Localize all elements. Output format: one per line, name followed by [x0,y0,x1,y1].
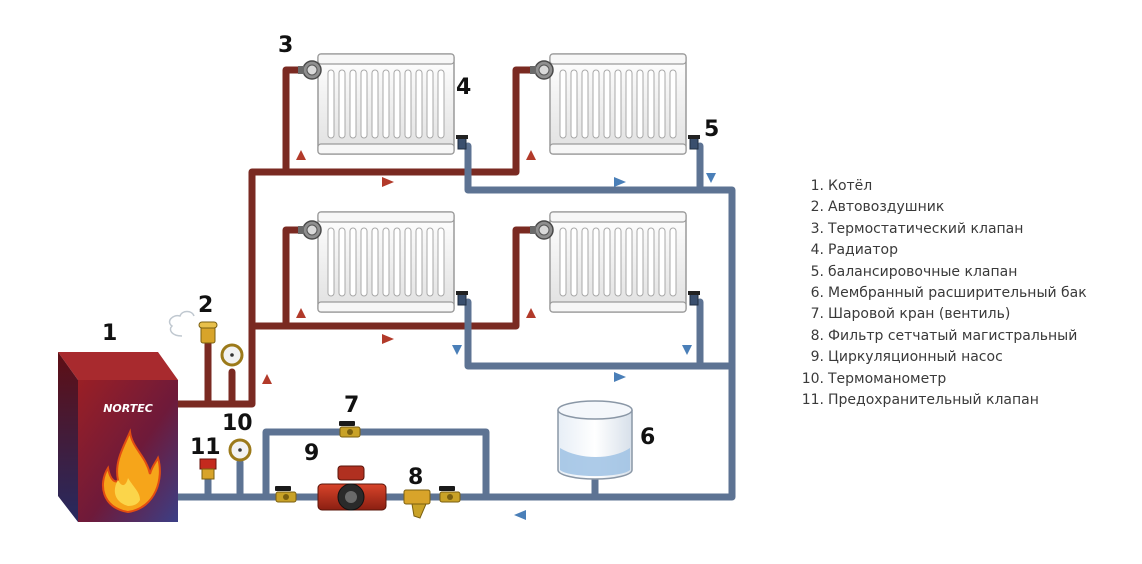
thermomanometer-icon [228,438,252,462]
label-balancing-valve: 5 [704,117,719,142]
filter-icon [403,489,431,519]
legend-item: 9.Циркуляционный насос [800,347,1087,368]
legend-item-number: 8. [810,327,824,344]
legend-item: 11.Предохранительный клапан [800,390,1087,411]
legend-item: 1.Котёл [800,176,1087,197]
legend-item-text: Автовоздушник [828,199,945,216]
thermostatic-valve-icon [297,220,322,240]
radiator-top-right [549,53,687,155]
thermostatic-valve-icon [529,60,554,80]
boiler: NORTEC [58,352,178,522]
ball-valve-icon [274,485,297,503]
label-air-vent: 2 [198,293,213,318]
legend: 1.Котёл 2.Автовоздушник 3.Термостатическ… [800,176,1087,411]
legend-item-text: Фильтр сетчатый магистральный [828,327,1078,344]
legend-item: 8.Фильтр сетчатый магистральный [800,326,1087,347]
radiator-bottom-left [317,211,455,313]
expansion-tank-icon [557,400,633,480]
radiator-top-left [317,53,455,155]
legend-item: 5.балансировочные клапан [800,262,1087,283]
balancing-valve-icon [687,290,701,306]
callout-labels: 1 2 3 4 5 6 7 8 9 10 11 [102,33,719,490]
legend-item-text: Мембранный расширительный бак [828,284,1087,301]
legend-item-text: Шаровой кран (вентиль) [828,306,1011,323]
legend-item: 2.Автовоздушник [800,197,1087,218]
legend-item-text: балансировочные клапан [828,263,1018,280]
circulation-pump-icon [317,465,387,511]
legend-item-text: Радиатор [828,242,898,259]
ball-valve-icon [438,485,461,503]
ball-valve-icon [338,420,361,438]
legend-item-number: 2. [810,199,824,216]
balancing-valve-icon [687,134,701,150]
label-safety-valve: 11 [190,435,221,460]
legend-item: 10.Термоманометр [800,369,1087,390]
legend-item: 3.Термостатический клапан [800,219,1087,240]
label-filter: 8 [408,465,423,490]
label-expansion-tank: 6 [640,425,655,450]
legend-item-number: 3. [810,220,824,237]
legend-item-text: Термоманометр [828,370,947,387]
balancing-valve-icon [455,290,469,306]
legend-item-number: 6. [810,284,824,301]
flame-icon [101,428,161,514]
boiler-brand: NORTEC [103,402,153,415]
legend-item-number: 5. [810,263,824,280]
thermostatic-valve-icon [529,220,554,240]
legend-item-number: 1. [810,178,824,194]
legend-item-number: 9. [810,349,824,366]
label-thermomanometer: 10 [222,411,253,436]
label-ball-valve: 7 [344,393,359,418]
legend-item: 7.Шаровой кран (вентиль) [800,304,1087,325]
balancing-valve-icon [455,134,469,150]
label-pump: 9 [304,441,319,466]
legend-item-text: Котёл [828,178,873,194]
legend-item: 4.Радиатор [800,240,1087,261]
legend-item-text: Термостатический клапан [828,220,1024,237]
label-boiler: 1 [102,321,117,346]
thermomanometer-icon [220,343,244,367]
radiator-bottom-right [549,211,687,313]
return-flow-arrows [452,173,716,520]
thermostatic-valve-icon [297,60,322,80]
supply-pipes [174,66,542,408]
legend-item-number: 4. [810,242,824,259]
legend-item-text: Предохранительный клапан [828,391,1039,408]
safety-valve-icon [199,458,217,480]
legend-item-number: 11. [801,391,824,408]
supply-flow-arrows [262,150,536,384]
label-thermostatic-valve: 3 [278,33,293,58]
air-vent-icon [168,310,218,344]
legend-item-number: 10. [801,370,824,387]
legend-item: 6.Мембранный расширительный бак [800,283,1087,304]
legend-item-number: 7. [810,306,824,323]
legend-item-text: Циркуляционный насос [828,349,1003,366]
label-radiator: 4 [456,75,471,100]
